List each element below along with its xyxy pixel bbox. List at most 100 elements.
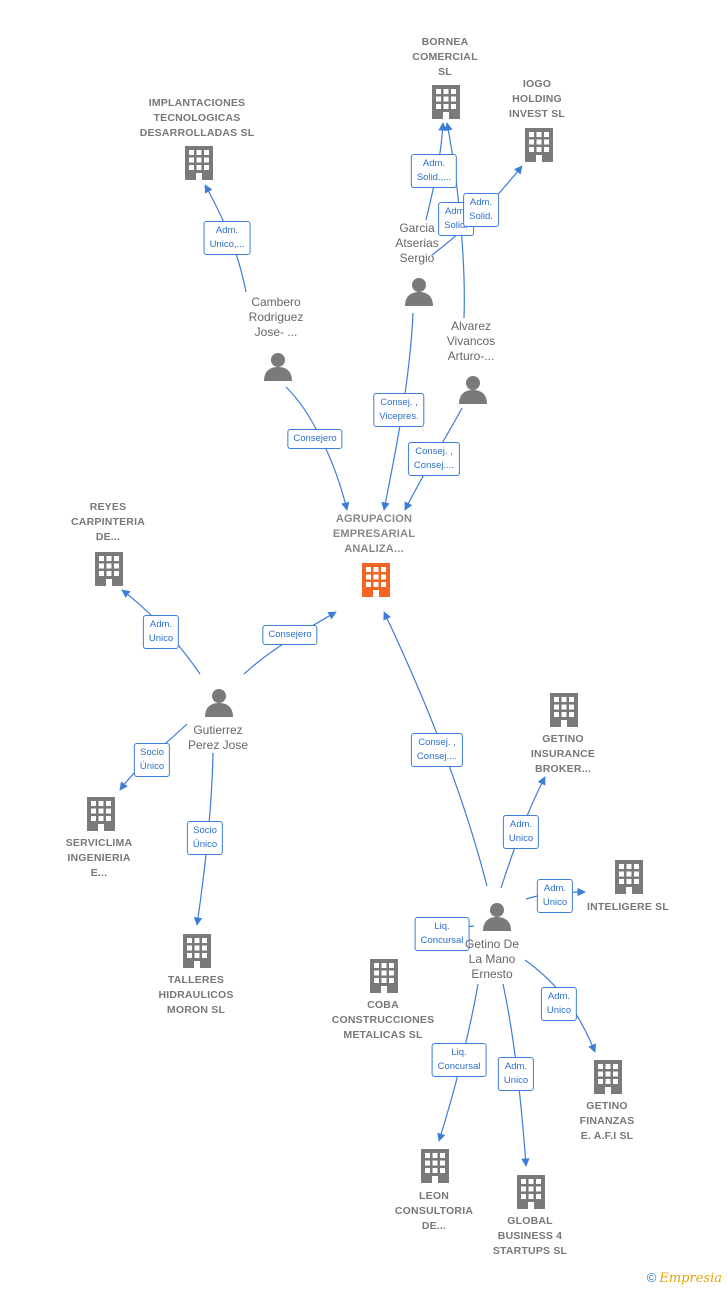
node-label-line: INTELIGERE SL [587,901,669,913]
relation-label-line: Adm. [444,206,468,217]
relation-label-line: Consej. , [418,737,456,748]
node-label-line: Garcia [399,221,435,235]
node-label-line: ANALIZA... [344,543,404,555]
company-building-icon-iogo[interactable] [525,128,553,162]
node-label-line: BROKER... [534,763,592,775]
node-label-line: Jose- ... [254,325,298,339]
node-label-line: AGRUPACION [335,513,413,525]
company-building-icon-bornea[interactable] [432,85,460,119]
relation-label-getino-agrupacion[interactable]: Consej. , Consej.... [410,733,464,767]
relation-label-line: Adm. [547,991,571,1002]
company-name-inteligere[interactable]: INTELIGERE SL [587,900,669,915]
relation-label-line: Consejero [293,433,337,444]
node-label-line: BORNEA [421,36,469,48]
relation-label-line: Consej. , [380,397,418,408]
relation-label-line: Unico [503,1075,529,1086]
company-building-icon-talleres[interactable] [183,934,211,968]
relation-label-line: Unico [542,897,568,908]
node-label-line: Cambero [251,295,301,309]
company-building-icon-coba[interactable] [370,959,398,993]
node-label-line: GLOBAL [507,1215,553,1227]
node-label-line: DE... [421,1220,447,1232]
relation-label-getino-global[interactable]: Adm. Unico [497,1057,535,1091]
node-label-line: E... [90,867,108,879]
company-building-icon-serviclima[interactable] [87,797,115,831]
person-icon-cambero[interactable] [264,353,292,381]
relation-label-line: Concursal [437,1061,481,1072]
relation-label-line: Adm. [504,1061,528,1072]
relation-label-line: Socio [140,747,164,758]
company-building-icon-reyes[interactable] [95,552,123,586]
person-icon-getino[interactable] [483,903,511,931]
copyright-symbol: © [646,1270,657,1285]
relation-label-line: Unico,... [209,239,245,250]
person-icon-gutierrez[interactable] [205,689,233,717]
node-label-line: DE... [95,531,121,543]
relation-label-line: Solid. [444,220,468,231]
company-building-icon-global[interactable] [517,1175,545,1209]
node-label-line: GETINO [542,733,584,745]
relation-label-getino-inteligere[interactable]: Adm.Unico [536,879,574,913]
relation-label-getino-getino_ins[interactable]: Adm.Unico [502,815,540,849]
relation-label-alvarez-agrupacion[interactable]: Consej. ,Consej.... [407,442,461,476]
brand-name: Empresia [659,1271,722,1286]
relation-label-garcia-bornea[interactable]: Adm.Solid.,... [410,154,458,188]
relation-label-gutierrez-agrupacion[interactable]: Consejero [262,625,318,645]
node-label-line: E. A.F.I SL [580,1130,634,1142]
relation-label-cambero-agrupacion[interactable]: Consejero [287,429,343,449]
relation-label-getino-getino_fin[interactable]: Adm.Unico [540,987,578,1021]
relation-label-garcia-iogo[interactable]: Adm.Solid. [463,193,499,227]
relation-label-line: Vicepres. [379,411,419,422]
relation-label-getino-leon[interactable]: Liq.Concursal [431,1043,487,1077]
company-building-icon-implantaciones[interactable] [185,146,213,180]
brand-footer[interactable]: ©Empresia [647,1270,722,1286]
company-building-icon-inteligere[interactable] [615,860,643,894]
node-label-line: MORON SL [166,1004,226,1016]
node-label-line: SL [438,66,452,78]
node-label-line: Ernesto [471,967,513,981]
node-label-line: Vivancos [446,334,496,348]
node-label-line: BUSINESS 4 [497,1230,563,1242]
company-building-icon-leon[interactable] [421,1149,449,1183]
relation-label-line: Unico [148,633,174,644]
relation-label-line: Consej.... [416,751,458,762]
relation-label-line: Liq. [434,921,450,932]
relation-label-garcia-agrupacion[interactable]: Consej. , Vicepres. [373,393,425,427]
relation-label-getino-coba[interactable]: Liq.Concursal [414,917,470,951]
company-building-icon-agrupacion[interactable] [362,563,390,597]
node-label-line: Gutierrez [193,723,243,737]
company-building-icon-getino_fin[interactable] [594,1060,622,1094]
node-label-line: CONSULTORIA [394,1205,474,1217]
node-label-line: IMPLANTACIONES [148,97,246,109]
relation-label-gutierrez-reyes[interactable]: Adm.Unico [142,615,180,649]
node-label-line: Alvarez [450,319,492,333]
node-label-line: Atserias [395,236,439,250]
person-icon-garcia[interactable] [405,278,433,306]
relation-label-cambero-implantaciones[interactable]: Adm.Unico,... [203,221,251,255]
company-building-icon-getino_ins[interactable] [550,693,578,727]
node-label-line: CONSTRUCCIONES [331,1014,435,1026]
person-icon-alvarez[interactable] [459,376,487,404]
relation-label-line: Socio [193,825,217,836]
node-label-line: Rodriguez [248,310,304,324]
